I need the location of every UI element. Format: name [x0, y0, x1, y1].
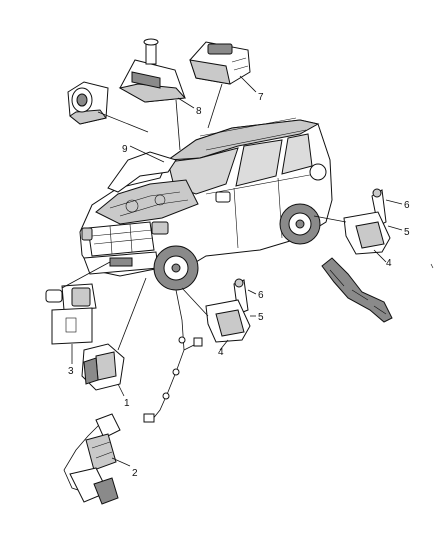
- part-3-sensor: [45, 283, 97, 345]
- callout-9: 9: [122, 144, 128, 155]
- callout-6-lower: 6: [258, 290, 264, 301]
- part-8-sensor: [118, 38, 187, 103]
- callout-5-right: 5: [404, 227, 410, 238]
- callout-4-lower: 4: [218, 347, 224, 358]
- stray-mark: [430, 263, 434, 269]
- callout-5-lower: 5: [258, 312, 264, 323]
- part-5-tpms-sensor-right: [343, 211, 391, 255]
- callout-4-right: 4: [386, 258, 392, 269]
- part-1-sensor-block: [81, 343, 125, 391]
- part-2-connector: [63, 413, 121, 505]
- callout-labels: 9 8 7 6 5 4 6 5 4 3 1 2: [68, 92, 410, 479]
- leader-lines: [61, 75, 403, 467]
- vehicle-illustration: [79, 117, 333, 291]
- part-4-hose-right: [321, 257, 393, 323]
- part-7-module: [189, 41, 251, 85]
- wire-harness: [143, 289, 203, 423]
- callout-2: 2: [132, 468, 138, 479]
- callout-3: 3: [68, 366, 74, 377]
- callout-8: 8: [196, 106, 202, 117]
- callout-7: 7: [258, 92, 264, 103]
- part-9-sensor: [67, 81, 109, 125]
- callout-6-right: 6: [404, 200, 410, 211]
- part-5-tpms-sensor-lower: [205, 299, 251, 343]
- callout-1: 1: [124, 398, 130, 409]
